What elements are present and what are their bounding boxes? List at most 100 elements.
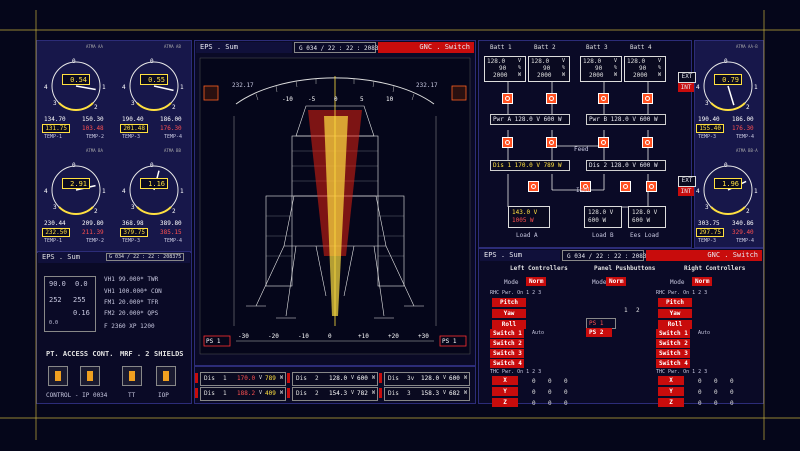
dis-w: 789: [265, 375, 276, 382]
gauge-right-2: 176.30: [732, 125, 754, 132]
breaker-indicator[interactable]: [642, 137, 653, 148]
right-axis-z-button[interactable]: Z: [658, 398, 684, 407]
mrf-switch[interactable]: [122, 366, 142, 386]
ext-toggle[interactable]: EXT: [678, 176, 696, 187]
gauge-value: 1.16: [140, 178, 168, 189]
right-yaw-button[interactable]: Yaw: [658, 309, 692, 318]
right-pitch-button[interactable]: Pitch: [658, 298, 692, 307]
ps2-button[interactable]: PS 2: [586, 328, 612, 337]
right-switch-4-button[interactable]: Switch 4: [656, 359, 690, 368]
left-pitch-button[interactable]: Pitch: [492, 298, 526, 307]
dis-num: 3: [407, 390, 411, 397]
right-switch-1-button[interactable]: Switch 1: [656, 329, 690, 338]
right-axis-y-button[interactable]: Y: [658, 387, 684, 396]
right-roll-button[interactable]: Roll: [658, 320, 692, 329]
ps-val-1: 1: [624, 307, 628, 314]
breaker-indicator[interactable]: [528, 181, 539, 192]
mode-label: Mode: [504, 279, 519, 286]
shields-switch[interactable]: [156, 366, 176, 386]
dis-name: Dis: [204, 375, 215, 382]
ctrl-header-left: EPS . Sum: [480, 250, 560, 261]
breaker-indicator[interactable]: [546, 93, 557, 104]
hud-scale-top-label: 5: [360, 96, 364, 103]
gauge-tick-label: 2: [746, 208, 750, 215]
gauge-dial: [703, 61, 753, 111]
battery-name: Batt 1: [490, 44, 512, 51]
left-axis-y-button[interactable]: Y: [492, 387, 518, 396]
center-header-right[interactable]: GNC . Switch: [378, 42, 474, 53]
gauge-right-2: 103.48: [82, 125, 104, 132]
dis-marker: [287, 373, 290, 383]
load-b-watt: 600 W: [588, 217, 607, 224]
breaker-indicator[interactable]: [620, 181, 631, 192]
right-switch-2-button[interactable]: Switch 2: [656, 339, 690, 348]
left-switch-3-button[interactable]: Switch 3: [490, 349, 524, 358]
gauge-tag: ATMA AA: [86, 44, 103, 49]
hud-scale-bottom-label: +20: [388, 333, 399, 340]
left-switch-4-button[interactable]: Switch 4: [490, 359, 524, 368]
right-switch-3-button[interactable]: Switch 3: [656, 349, 690, 358]
breaker-indicator[interactable]: [502, 137, 513, 148]
battery-volt: 128.0: [583, 58, 602, 65]
gauge-tick-label: 3: [705, 204, 709, 211]
axis-value: 0: [730, 378, 734, 385]
gauge-value: 0.79: [714, 74, 742, 85]
left-axis-z-button[interactable]: Z: [492, 398, 518, 407]
load-a-watt: 1005 W: [512, 217, 534, 224]
section-pt-access: PT. ACCESS CONT.: [46, 350, 114, 358]
gauge-label-left: TEMP-1: [44, 134, 63, 140]
battery-pct: 90: [499, 65, 507, 72]
grid-val: 0.0: [49, 320, 59, 326]
lower-left-header: EPS . Sum G 034 / 22 : 22 : 208375: [38, 252, 190, 263]
int-toggle[interactable]: INT: [678, 187, 694, 196]
mode-norm-button[interactable]: Norm: [526, 277, 547, 286]
ext-toggle[interactable]: EXT: [678, 72, 696, 83]
mode-norm-button[interactable]: Norm: [692, 277, 713, 286]
breaker-indicator[interactable]: [598, 137, 609, 148]
gauge-tick-label: 2: [746, 104, 750, 111]
access-switch-2[interactable]: [80, 366, 100, 386]
center-header-time: G 034 / 22 : 22 : 208375: [294, 42, 386, 53]
dis-w-unit: W: [280, 390, 284, 396]
axis-value: 0: [564, 400, 568, 407]
gauge-tick-label: 0: [724, 58, 728, 65]
breaker-indicator[interactable]: [598, 93, 609, 104]
thc-header: THC Pwr. On 1 2 3: [490, 369, 542, 375]
right-axis-x-button[interactable]: X: [658, 376, 684, 385]
breaker-indicator[interactable]: [646, 181, 657, 192]
access-switch-1[interactable]: [48, 366, 68, 386]
left-yaw-button[interactable]: Yaw: [492, 309, 526, 318]
int-toggle[interactable]: INT: [678, 83, 694, 92]
lander-hud: [199, 57, 471, 355]
battery-name: Batt 2: [534, 44, 556, 51]
gauge-tick-label: 4: [44, 84, 48, 91]
battery-volt-unit: V: [614, 58, 618, 64]
dis-v-unit: V: [443, 375, 447, 381]
panel-pushbuttons-title: Panel Pushbuttons: [594, 265, 656, 272]
gauge-tick-label: 1: [102, 84, 106, 91]
breaker-indicator[interactable]: [546, 137, 557, 148]
left-axis-x-button[interactable]: X: [492, 376, 518, 385]
left-switch-1-button[interactable]: Switch 1: [490, 329, 524, 338]
dis2-bus: Dis 2 128.0 V 600 W: [586, 160, 666, 171]
mid-mode-norm-button[interactable]: Norm: [606, 277, 627, 286]
breaker-indicator[interactable]: [580, 181, 591, 192]
battery-watt: 2000: [493, 72, 508, 79]
left-roll-button[interactable]: Roll: [492, 320, 526, 329]
left-switch-2-button[interactable]: Switch 2: [490, 339, 524, 348]
breaker-indicator[interactable]: [642, 93, 653, 104]
nav-line: VH1 99.000* TWR: [104, 276, 159, 283]
breaker-indicator[interactable]: [502, 93, 513, 104]
dis-w: 682: [449, 390, 460, 397]
ctrl-header-right[interactable]: GNC . Switch: [646, 250, 762, 261]
dis-v: 128.0: [329, 375, 348, 382]
gauge-left-1: 368.98: [122, 220, 144, 227]
gauge-right-1: 389.80: [160, 220, 182, 227]
load-a-volt: 143.0 V: [512, 209, 538, 216]
